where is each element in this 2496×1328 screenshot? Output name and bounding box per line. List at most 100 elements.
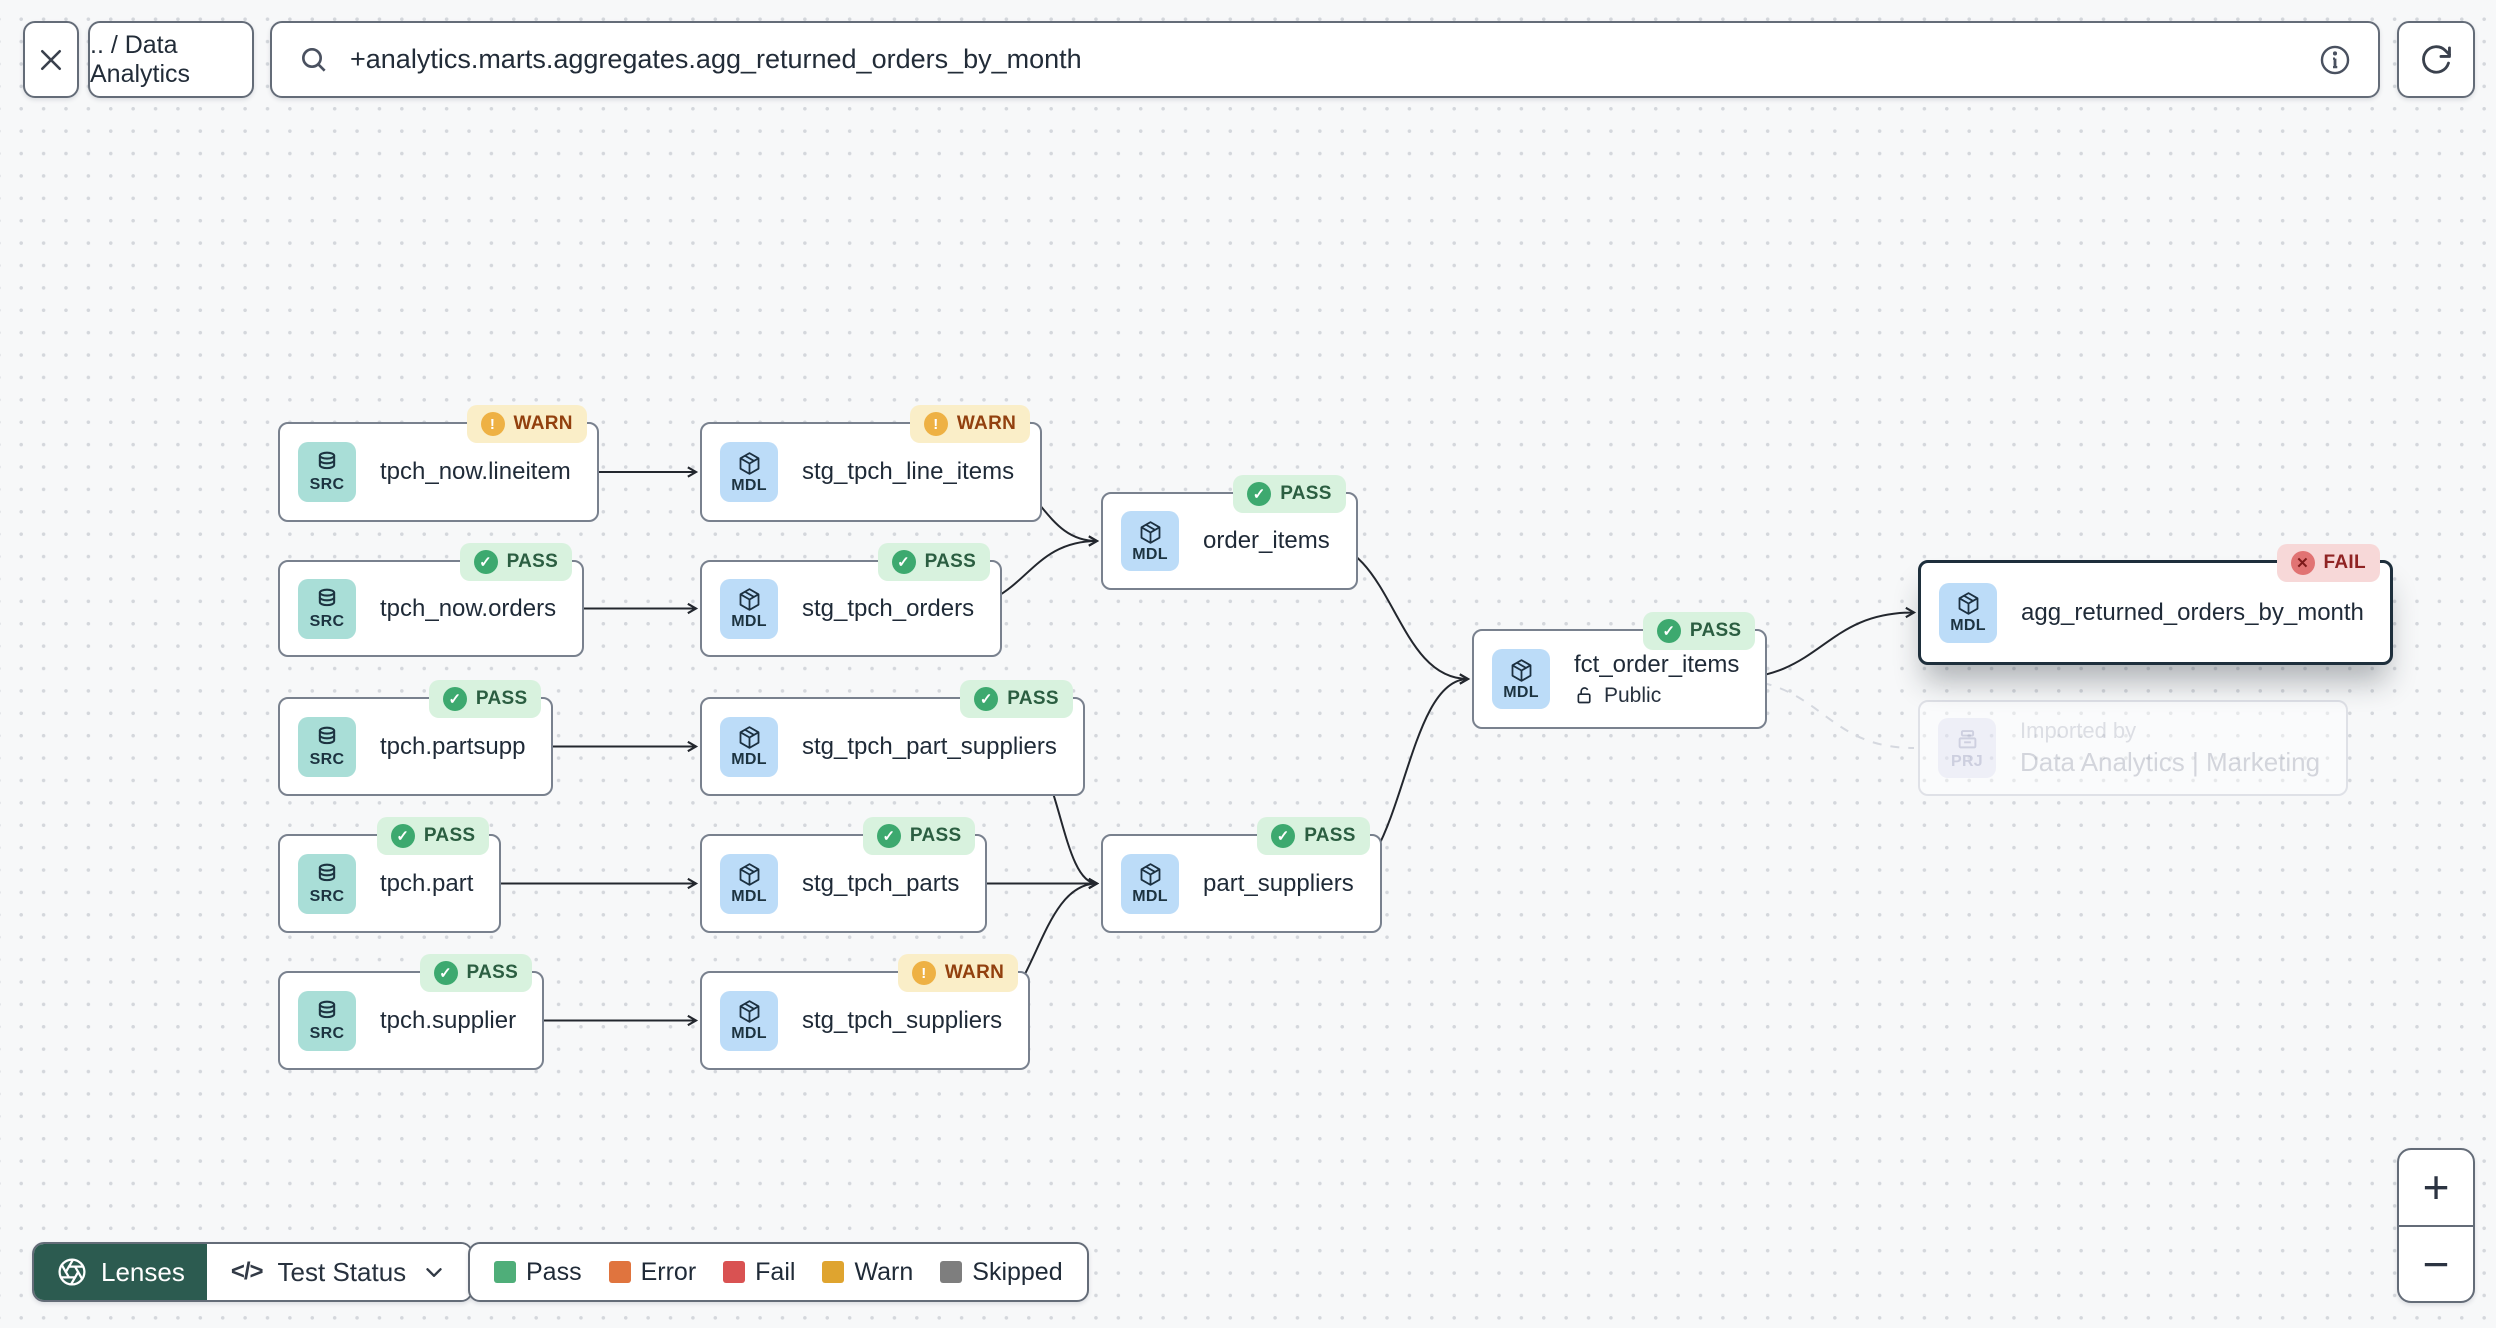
aperture-icon: [56, 1256, 88, 1288]
node-type-label: SRC: [309, 612, 345, 630]
node-type-label: MDL: [731, 888, 767, 905]
node-type-chip: MDL: [720, 578, 778, 639]
database-icon: [318, 1000, 336, 1018]
node-label: order_items: [1203, 527, 1330, 554]
status-badge-label: PASS: [506, 551, 559, 572]
lens-selector-test-status[interactable]: </> Test Status: [206, 1244, 472, 1300]
node-type-label: SRC: [309, 476, 345, 493]
node-type-label: MDL: [1503, 683, 1539, 701]
pass-status-icon: ✓: [433, 961, 458, 985]
zoom-controls: + −: [2397, 1148, 2475, 1303]
status-badge-pass: ✓PASS: [376, 817, 490, 855]
zoom-in-button[interactable]: +: [2399, 1150, 2473, 1225]
node-type-chip: SRC: [298, 853, 356, 914]
status-badge-label: PASS: [475, 688, 528, 709]
node-label: agg_returned_orders_by_month: [2021, 598, 2364, 626]
graph-node-imported_by[interactable]: PRJ Imported by Data Analytics | Marketing: [1918, 700, 2349, 796]
lock-open-icon: [1577, 687, 1591, 704]
legend-swatch: [494, 1261, 516, 1283]
lenses-button[interactable]: Lenses: [34, 1244, 207, 1300]
search-input[interactable]: [348, 43, 2300, 76]
status-badge-warn: !WARN: [466, 405, 587, 443]
pass-status-icon: ✓: [1656, 619, 1681, 643]
node-type-label: MDL: [731, 751, 767, 768]
fail-status-icon: ✕: [2290, 551, 2315, 575]
zoom-out-button[interactable]: −: [2399, 1224, 2473, 1302]
project-icon: [1958, 729, 1976, 748]
warn-status-icon: !: [923, 412, 948, 436]
breadcrumb[interactable]: .. / Data Analytics: [88, 21, 254, 98]
legend-label: Warn: [854, 1257, 914, 1286]
node-label: tpch_now.lineitem: [380, 458, 571, 485]
graph-node-src_lineitem[interactable]: SRC tpch_now.lineitem !WARN: [278, 405, 599, 522]
cube-icon: [739, 1000, 759, 1023]
graph-node-order_items[interactable]: MDL order_items ✓PASS: [1101, 475, 1358, 590]
node-label: stg_tpch_part_suppliers: [802, 732, 1057, 760]
status-badge-warn: !WARN: [909, 405, 1031, 443]
status-badge-label: PASS: [466, 962, 519, 983]
search-icon: [298, 44, 330, 76]
node-type-label: SRC: [309, 1024, 345, 1042]
close-button[interactable]: [23, 21, 79, 98]
lens-selector-label: Test Status: [277, 1256, 407, 1287]
pass-status-icon: ✓: [473, 550, 498, 574]
node-sublabel: Public: [1604, 683, 1662, 707]
warn-status-icon: !: [911, 961, 936, 985]
database-icon: [318, 863, 336, 881]
status-badge-label: PASS: [924, 551, 977, 572]
node-type-chip: SRC: [298, 442, 356, 502]
legend-label: Error: [640, 1257, 697, 1286]
info-icon[interactable]: [2318, 43, 2352, 77]
search-bar[interactable]: [270, 21, 2380, 98]
node-label: Imported by: [2020, 718, 2137, 743]
cube-icon: [739, 451, 759, 475]
refresh-button[interactable]: [2397, 21, 2475, 98]
graph-node-src_partsupp[interactable]: SRC tpch.partsupp ✓ PASS: [278, 680, 554, 796]
status-badge-pass: ✓ PASS: [1642, 612, 1756, 650]
cube-icon: [739, 726, 759, 749]
node-label: stg_tpch_line_items: [802, 458, 1015, 485]
cube-icon: [1140, 520, 1160, 544]
code-icon: </>: [230, 1258, 264, 1285]
breadcrumb-label: .. / Data Analytics: [90, 30, 191, 88]
node-type-chip: SRC: [298, 716, 356, 777]
node-type-chip: MDL: [1492, 649, 1550, 709]
node-label: stg_tpch_orders: [802, 594, 975, 622]
status-badge-pass: ✓PASS: [1233, 475, 1346, 513]
status-badge-label: PASS: [423, 825, 476, 846]
legend-swatch: [608, 1261, 631, 1283]
cube-icon: [1511, 658, 1531, 682]
database-icon: [318, 726, 336, 744]
pass-status-icon: ✓: [1271, 824, 1296, 848]
node-type-chip: MDL: [720, 853, 778, 914]
cube-icon: [739, 863, 759, 886]
node-label: tpch.partsupp: [380, 732, 526, 760]
node-type-label: MDL: [1132, 545, 1168, 563]
node-sublabel: Data Analytics | Marketing: [2020, 747, 2321, 777]
status-badge-fail: ✕FAIL: [2276, 544, 2380, 582]
pass-status-icon: ✓: [442, 687, 467, 711]
status-badge-label: PASS: [1689, 620, 1742, 641]
status-badge-label: PASS: [1304, 825, 1356, 846]
status-badge-pass: ✓ PASS: [419, 954, 533, 992]
legend-swatch: [723, 1261, 746, 1283]
status-badge-pass: ✓ PASS: [459, 543, 573, 581]
status-badge-warn: !WARN: [897, 954, 1019, 992]
node-type-label: PRJ: [1950, 752, 1984, 770]
pass-status-icon: ✓: [1247, 482, 1272, 506]
node-type-label: MDL: [731, 1025, 767, 1042]
node-type-chip: MDL: [1121, 853, 1179, 914]
